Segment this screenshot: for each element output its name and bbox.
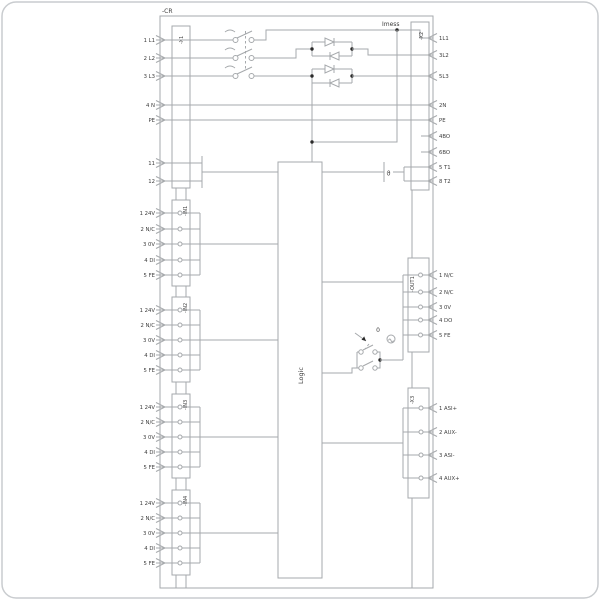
x2-ref-label: -X2 bbox=[419, 32, 425, 40]
in3-pin-label: 4 DI bbox=[144, 450, 155, 456]
thermistor-branch: ϑ bbox=[322, 162, 433, 182]
in3-pin-label: 1 24V bbox=[140, 405, 156, 411]
x2-pin-label: PE bbox=[439, 118, 446, 124]
in1-ref-label: -IN1 bbox=[183, 206, 189, 216]
contact-l3 bbox=[224, 65, 255, 79]
imess-label: Imess bbox=[382, 21, 400, 28]
x3-pin-label: 4 AUX+ bbox=[439, 476, 460, 482]
in4-pin-label: 4 DI bbox=[144, 546, 155, 552]
selector-arrow-icon bbox=[361, 336, 366, 341]
x3-pin-label: 2 AUX- bbox=[439, 430, 457, 436]
in4-pin-label: 1 24V bbox=[140, 501, 156, 507]
thyristor-pair-1 bbox=[254, 37, 433, 61]
in1-pin-label: 2 N/C bbox=[141, 227, 156, 233]
thyristor-icon bbox=[328, 78, 340, 88]
in4-connector: -IN4 1 24V 2 N/C 3 0V 4 DI 5 FE bbox=[140, 489, 278, 576]
manual-switch: 0 bbox=[322, 327, 403, 374]
current-measurement: Imess bbox=[310, 21, 400, 144]
x1-pin-l2-label: 2 L2 bbox=[144, 56, 155, 62]
x3-pin-label: 1 ASI+ bbox=[439, 406, 457, 412]
x1-pin-l3-label: 3 L3 bbox=[144, 74, 155, 80]
manual-actuator-icon bbox=[386, 334, 396, 344]
switch-position-label: 0 bbox=[376, 327, 380, 334]
in1-pin-label: 4 DI bbox=[144, 258, 155, 264]
x2-pin-label: 2N bbox=[439, 103, 446, 109]
left-connector-links bbox=[175, 188, 187, 588]
thyristor-icon bbox=[328, 51, 340, 61]
x3-pin-label: 3 ASI- bbox=[439, 453, 455, 459]
x2-pin-label: 8 T2 bbox=[439, 179, 451, 185]
x2-terminal-block: -X2 1L1 3L2 5L3 2N PE 4BO 6BO 5 T1 8 T2 bbox=[410, 21, 451, 191]
x2-pin-label: 5 T1 bbox=[439, 165, 451, 171]
in2-pin-label: 1 24V bbox=[140, 308, 156, 314]
x1-pin-n-label: 4 N bbox=[146, 103, 155, 109]
in2-pin-label: 5 FE bbox=[144, 368, 156, 374]
junction-dot bbox=[310, 47, 314, 51]
out1-pin-label: 3 0V bbox=[439, 305, 451, 311]
in3-pin-label: 5 FE bbox=[144, 465, 156, 471]
in3-connector: -IN3 1 24V 2 N/C 3 0V 4 DI 5 FE bbox=[140, 393, 278, 479]
x3-ref-label: -X3 bbox=[410, 396, 416, 404]
junction-dot bbox=[310, 140, 314, 144]
in1-pin-label: 3 0V bbox=[143, 242, 155, 248]
out1-ref-label: -OUT1 bbox=[410, 276, 416, 292]
thyristor-icon bbox=[324, 37, 336, 47]
thermistor-icon: ϑ bbox=[387, 170, 391, 178]
x2-pin-label: 6BO bbox=[439, 150, 450, 156]
in3-pin-label: 2 N/C bbox=[141, 420, 156, 426]
out1-pin-label: 2 N/C bbox=[439, 290, 454, 296]
in2-connector: -IN2 1 24V 2 N/C 3 0V 4 DI 5 FE bbox=[140, 296, 278, 383]
aux-contact-branch bbox=[156, 156, 278, 188]
x1-aux-11-label: 11 bbox=[148, 161, 155, 167]
thyristor-pair-2 bbox=[254, 64, 433, 88]
l1-wire bbox=[254, 29, 433, 41]
in2-pin-label: 2 N/C bbox=[141, 323, 156, 329]
in4-pin-label: 3 0V bbox=[143, 531, 155, 537]
x1-pin-pe-label: PE bbox=[148, 118, 155, 124]
out1-pin-label: 5 FE bbox=[439, 333, 451, 339]
in1-pin-label: 1 24V bbox=[140, 211, 156, 217]
contact-l2 bbox=[224, 47, 255, 61]
x2-pin-label: 5L3 bbox=[439, 74, 449, 80]
device-ref-label: -CR bbox=[162, 8, 173, 15]
in1-pin-label: 5 FE bbox=[144, 273, 156, 279]
x1-terminal-block: -X1 1 L1 2 L2 3 L3 4 N PE 11 12 bbox=[144, 25, 191, 189]
x2-pin-label: 3L2 bbox=[439, 53, 449, 59]
x2-pin-label: 1L1 bbox=[439, 36, 449, 42]
in1-connector: -IN1 1 24V 2 N/C 3 0V 4 DI 5 FE bbox=[140, 199, 278, 287]
in4-ref-label: -IN4 bbox=[183, 496, 189, 506]
x1-pin-l1-label: 1 L1 bbox=[144, 38, 155, 44]
device-enclosure: -CR bbox=[159, 8, 434, 589]
in2-pin-label: 4 DI bbox=[144, 353, 155, 359]
in3-pin-label: 3 0V bbox=[143, 435, 155, 441]
in2-ref-label: -IN2 bbox=[183, 303, 189, 313]
in2-pin-label: 3 0V bbox=[143, 338, 155, 344]
in4-pin-label: 2 N/C bbox=[141, 516, 156, 522]
x3-connector: -X3 1 ASI+ 2 AUX- 3 ASI- 4 AUX+ bbox=[322, 387, 460, 499]
phase-wires bbox=[156, 39, 433, 121]
main-contact-set bbox=[224, 29, 255, 79]
junction-dot bbox=[310, 74, 314, 78]
logic-label: Logic bbox=[297, 367, 305, 384]
logic-block: Logic bbox=[277, 161, 323, 579]
out1-connector: -OUT1 1 N/C 2 N/C 3 0V 4 DO 5 FE bbox=[322, 257, 454, 360]
in4-pin-label: 5 FE bbox=[144, 561, 156, 567]
contact-l1 bbox=[224, 29, 255, 43]
out1-pin-label: 4 DO bbox=[439, 318, 452, 324]
thyristor-icon bbox=[324, 64, 336, 74]
in3-ref-label: -IN3 bbox=[183, 400, 189, 410]
x1-aux-12-label: 12 bbox=[148, 179, 155, 185]
x2-pin-label: 4BO bbox=[439, 134, 450, 140]
out1-pin-label: 1 N/C bbox=[439, 273, 454, 279]
